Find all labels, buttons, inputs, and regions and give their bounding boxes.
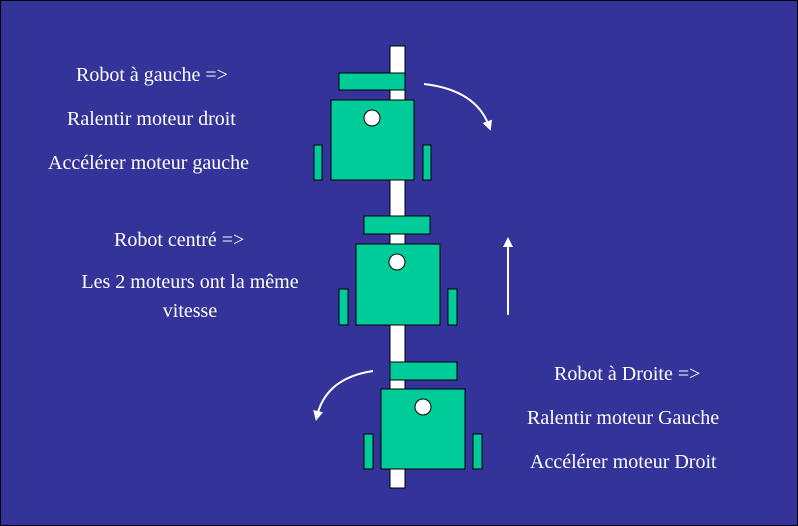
robot-right-sensor-bar: [389, 361, 458, 381]
left-case-heading: Robot à gauche =>: [76, 64, 228, 86]
curved-arrow-left-icon: [313, 370, 374, 421]
robot-left-of-line: [313, 72, 432, 181]
robot-right-wheel-right: [472, 433, 483, 470]
robot-centered: [338, 215, 458, 326]
robot-center-caster: [388, 253, 406, 271]
right-case-speed-motor: Accélérer moteur Droit: [530, 451, 717, 473]
robot-center-wheel-right: [447, 288, 458, 326]
robot-right-wheel-left: [363, 433, 374, 470]
left-case-slow-motor: Ralentir moteur droit: [67, 108, 236, 130]
robot-center-wheel-left: [338, 288, 349, 326]
left-case-speed-motor: Accélérer moteur gauche: [48, 152, 249, 174]
curved-arrow-right-icon: [423, 83, 493, 131]
center-case-motors-equal: Les 2 moteurs ont la même: [81, 271, 299, 293]
robot-right-caster: [414, 398, 432, 416]
right-case-slow-motor: Ralentir moteur Gauche: [527, 407, 720, 429]
robot-right-of-line: [363, 361, 483, 470]
center-case-speed: vitesse: [162, 300, 218, 322]
center-case-heading: Robot centré =>: [114, 229, 245, 251]
robot-center-sensor-bar: [363, 215, 431, 235]
robot-left-wheel-left: [313, 144, 323, 181]
robot-left-sensor-bar: [338, 72, 406, 91]
right-case-heading: Robot à Droite =>: [554, 363, 701, 385]
robot-left-wheel-right: [422, 144, 432, 181]
robot-left-caster: [363, 109, 381, 127]
